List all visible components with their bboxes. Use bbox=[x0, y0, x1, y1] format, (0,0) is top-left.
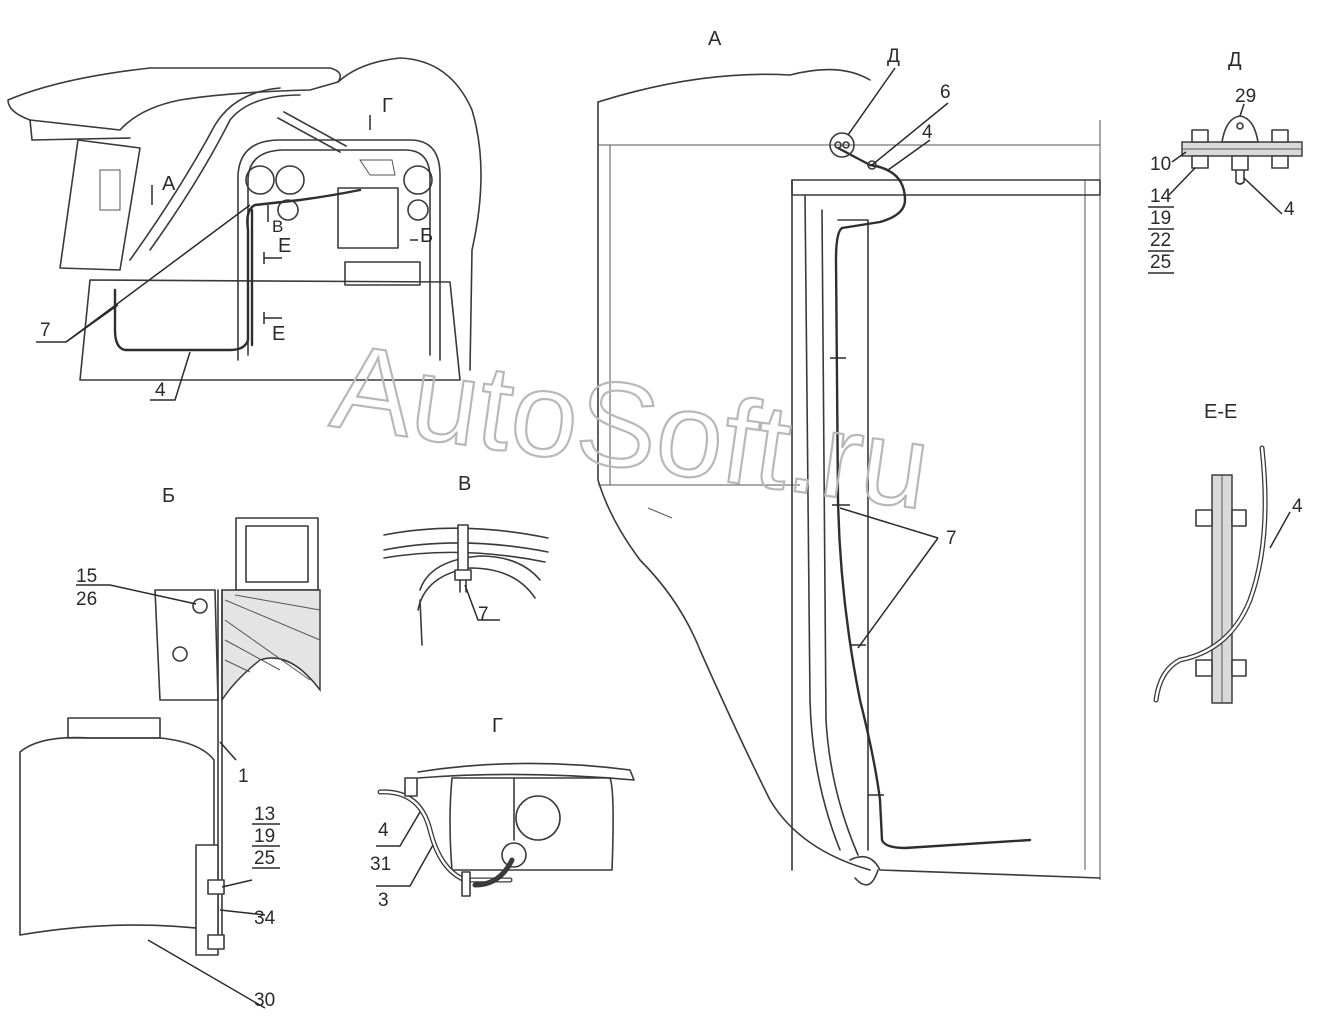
overview-callout-7: 7 bbox=[40, 320, 51, 341]
view-b-callout-19: 19 bbox=[254, 826, 275, 847]
view-b-callout-26: 26 bbox=[76, 589, 97, 610]
view-b-title: Б bbox=[162, 485, 175, 507]
view-d-callout-25: 25 bbox=[1150, 252, 1171, 273]
view-g-reservoir-detail: Г 4 31 3 bbox=[370, 715, 635, 911]
overview-cab-view: А Г В Е Е Б 7 4 bbox=[7, 57, 482, 401]
overview-callout-4: 4 bbox=[155, 380, 166, 401]
section-ee-detail: Е-Е 4 bbox=[1153, 401, 1303, 704]
view-b-callout-1: 1 bbox=[238, 766, 249, 787]
view-a-callout-6: 6 bbox=[940, 82, 951, 103]
section-ee-callout-4: 4 bbox=[1292, 496, 1303, 517]
view-b-callout-13: 13 bbox=[254, 804, 275, 825]
view-d-callout-14: 14 bbox=[1150, 186, 1172, 207]
view-a-callout-4: 4 bbox=[922, 122, 933, 143]
view-a-callout-d: Д bbox=[887, 46, 900, 67]
view-a-callout-7: 7 bbox=[946, 528, 957, 549]
view-d-callout-4: 4 bbox=[1284, 199, 1295, 220]
view-d-title: Д bbox=[1228, 49, 1242, 71]
view-a-title: А bbox=[708, 28, 722, 50]
view-v-title: В bbox=[458, 473, 471, 495]
overview-mark-e-bottom: Е bbox=[272, 323, 285, 345]
view-b-callout-30: 30 bbox=[254, 990, 275, 1011]
view-v-clamp-detail: В 7 bbox=[383, 473, 549, 646]
overview-mark-g: Г bbox=[382, 95, 393, 117]
overview-mark-e-top: Е bbox=[278, 235, 291, 257]
overview-mark-b: Б bbox=[420, 225, 433, 247]
view-d-callout-29: 29 bbox=[1235, 86, 1256, 107]
watermark-text: AutoSoft.ru bbox=[324, 319, 937, 535]
view-b-callout-25: 25 bbox=[254, 848, 275, 869]
view-b-callout-15: 15 bbox=[76, 566, 97, 587]
view-d-callout-10: 10 bbox=[1150, 154, 1171, 175]
view-d-nozzle-detail: Д 29 10 14 19 22 25 4 bbox=[1148, 49, 1303, 274]
view-g-callout-3: 3 bbox=[378, 890, 389, 911]
section-ee-title: Е-Е bbox=[1204, 401, 1237, 423]
view-d-callout-22: 22 bbox=[1150, 230, 1171, 251]
view-g-callout-31: 31 bbox=[370, 854, 391, 875]
view-d-callout-19: 19 bbox=[1150, 208, 1171, 229]
view-g-title: Г bbox=[492, 715, 503, 737]
view-b-callout-34: 34 bbox=[254, 908, 276, 929]
view-b-tank-detail: Б 15 26 1 13 19 25 34 30 bbox=[19, 485, 321, 1011]
overview-mark-v: В bbox=[272, 217, 283, 236]
view-a-door-frame: А Д 6 4 bbox=[597, 28, 1101, 886]
view-v-callout-7: 7 bbox=[478, 604, 489, 625]
view-g-callout-4: 4 bbox=[378, 820, 389, 841]
overview-mark-a: А bbox=[162, 173, 176, 195]
